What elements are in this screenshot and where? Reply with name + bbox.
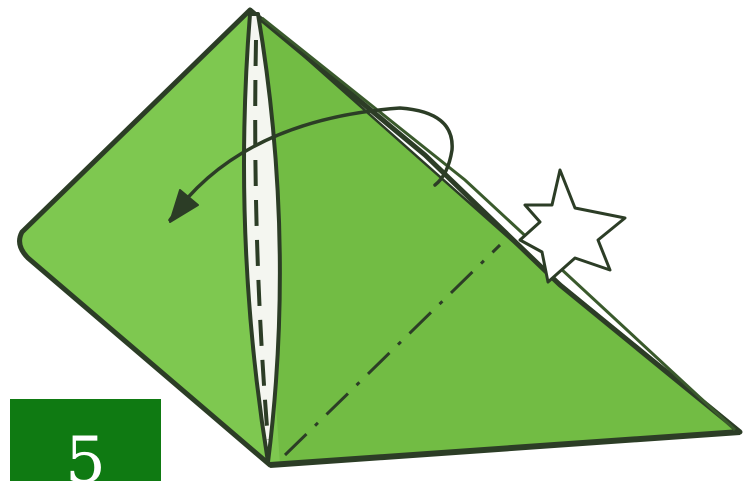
paper-right-face	[250, 10, 740, 465]
step-badge: 5	[10, 399, 161, 481]
step-number: 5	[10, 429, 161, 481]
